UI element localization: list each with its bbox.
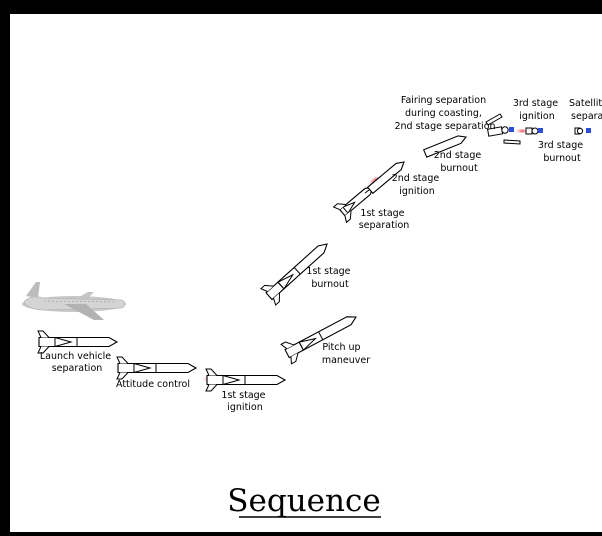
rocket-launch-vehicle-separation-icon	[37, 330, 118, 354]
rocket-first-stage-ignition-icon	[200, 368, 286, 392]
label-attitude-control: Attitude control	[116, 379, 190, 390]
label-third-stage-burnout: 3rd stage burnout	[538, 140, 586, 164]
frame-top-border	[0, 0, 602, 14]
frame-left-border	[0, 0, 10, 536]
third-stage-icon	[514, 127, 543, 135]
label-first-stage-separation: 1st stage separation	[359, 208, 410, 231]
diagram-title: Sequence	[227, 483, 380, 519]
frame-bottom-border	[0, 532, 602, 536]
label-launch-vehicle-separation: Launch vehicle separation	[40, 351, 114, 374]
label-satellite-separation: Satellite separation	[569, 98, 602, 122]
label-first-stage-burnout: 1st stage burnout	[306, 266, 353, 290]
label-third-stage-ignition: 3rd stage ignition	[513, 98, 561, 122]
rocket-second-stage-ignition-icon	[367, 158, 408, 194]
carrier-aircraft-icon	[22, 282, 126, 320]
label-pitch-up-maneuver: Pitch up maneuver	[322, 342, 370, 366]
label-second-stage-burnout: 2nd stage burnout	[434, 150, 485, 174]
fairing-separation-icon	[485, 113, 521, 145]
satellite-separation-icon	[574, 127, 591, 135]
rocket-pitch-up-icon	[280, 306, 362, 365]
rocket-attitude-control-icon	[116, 356, 197, 380]
label-first-stage-ignition: 1st stage ignition	[221, 390, 268, 413]
label-fairing-separation: Fairing separation during coasting, 2nd …	[394, 95, 495, 132]
label-second-stage-ignition: 2nd stage ignition	[392, 173, 443, 197]
